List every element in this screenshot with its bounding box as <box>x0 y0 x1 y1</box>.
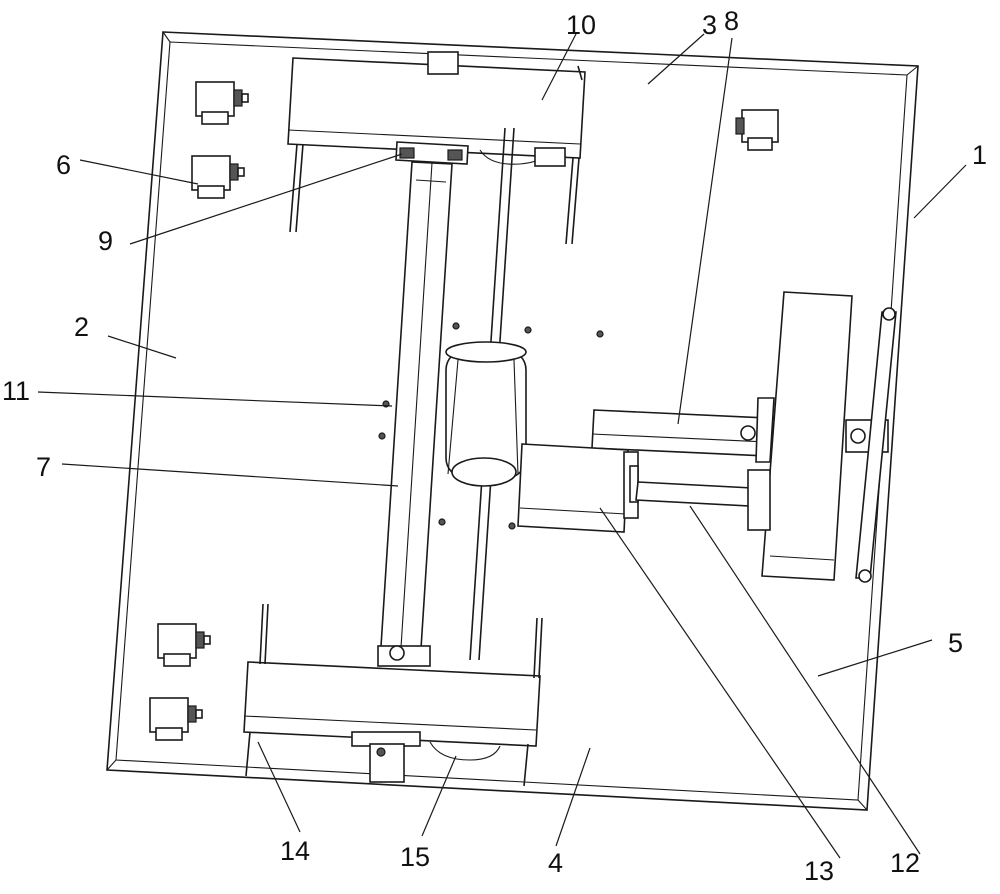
connector-bottom-left-1 <box>157 623 211 667</box>
label-8: 8 <box>724 6 739 36</box>
label-14: 14 <box>280 836 310 866</box>
label-7: 7 <box>36 452 51 482</box>
secondary-motor <box>517 443 639 533</box>
connector-top-right <box>735 109 779 151</box>
leader-lines <box>37 33 967 859</box>
label-15: 15 <box>400 842 430 872</box>
connector-top-left-1 <box>195 81 249 125</box>
label-5: 5 <box>948 628 963 658</box>
base-frame <box>106 31 919 811</box>
lower-bracket <box>351 731 501 783</box>
bottom-slider-block <box>243 603 543 787</box>
top-slider-block <box>287 51 586 245</box>
label-10: 10 <box>566 10 596 40</box>
label-3: 3 <box>702 10 717 40</box>
label-4: 4 <box>548 848 563 878</box>
label-11: 11 <box>2 376 30 406</box>
connector-top-left-2 <box>191 155 245 199</box>
label-1: 1 <box>972 140 987 170</box>
right-carriage <box>747 291 889 581</box>
horizontal-beam <box>591 409 769 457</box>
right-link-rod <box>855 307 897 583</box>
label-9: 9 <box>98 226 113 256</box>
label-12: 12 <box>890 848 920 878</box>
connector-bottom-left-2 <box>149 697 203 741</box>
label-13: 13 <box>804 856 834 886</box>
label-6: 6 <box>56 150 71 180</box>
motor <box>445 341 527 487</box>
reference-numerals: 1 2 3 4 5 6 7 8 9 10 11 12 13 14 15 <box>2 6 987 886</box>
guide-rail <box>379 161 453 665</box>
transfer-shaft <box>635 481 753 507</box>
label-2: 2 <box>74 312 89 342</box>
upper-bracket <box>395 141 469 165</box>
